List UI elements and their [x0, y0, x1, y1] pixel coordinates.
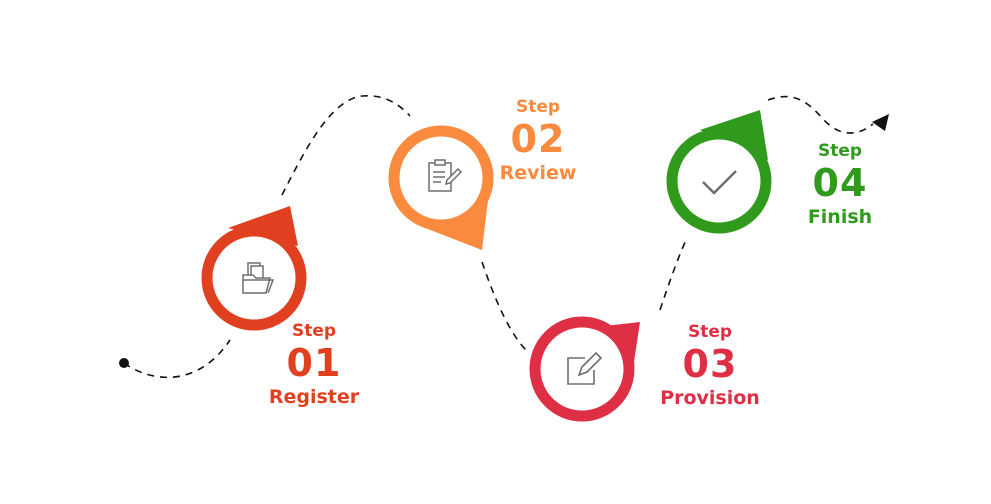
step-1-name: Register [268, 386, 360, 408]
step-2-label: Step 02 Review [486, 97, 590, 185]
route-path [123, 95, 874, 379]
step-4-number: 04 [812, 161, 868, 205]
step-1-label: Step 01 Register [262, 321, 366, 409]
step-2-marker [388, 125, 494, 250]
step-4-word: Step [817, 141, 863, 161]
step-3-name: Provision [660, 387, 760, 409]
step-3-label: Step 03 Provision [652, 322, 768, 410]
folder-documents-icon [242, 262, 275, 294]
step-4-ring [666, 128, 772, 234]
clipboard-edit-icon [428, 159, 463, 192]
step-1-number: 01 [286, 341, 342, 385]
step-3-number: 03 [682, 342, 738, 386]
step-1-marker [201, 206, 307, 331]
step-2-word: Step [515, 97, 561, 117]
step-1-word: Step [291, 321, 337, 341]
route-start-dot [119, 358, 129, 368]
step-4-name: Finish [807, 206, 873, 228]
step-3-marker [529, 316, 640, 422]
step-3-word: Step [687, 322, 733, 342]
checkmark-icon [702, 170, 737, 195]
step-2-name: Review [499, 162, 577, 184]
pencil-square-icon [567, 351, 603, 385]
step-2-number: 02 [510, 117, 566, 161]
step-4-label: Step 04 Finish [790, 141, 890, 229]
step-2-ring [388, 125, 494, 231]
route-arrowhead [872, 114, 889, 131]
step-4-marker [666, 110, 772, 234]
